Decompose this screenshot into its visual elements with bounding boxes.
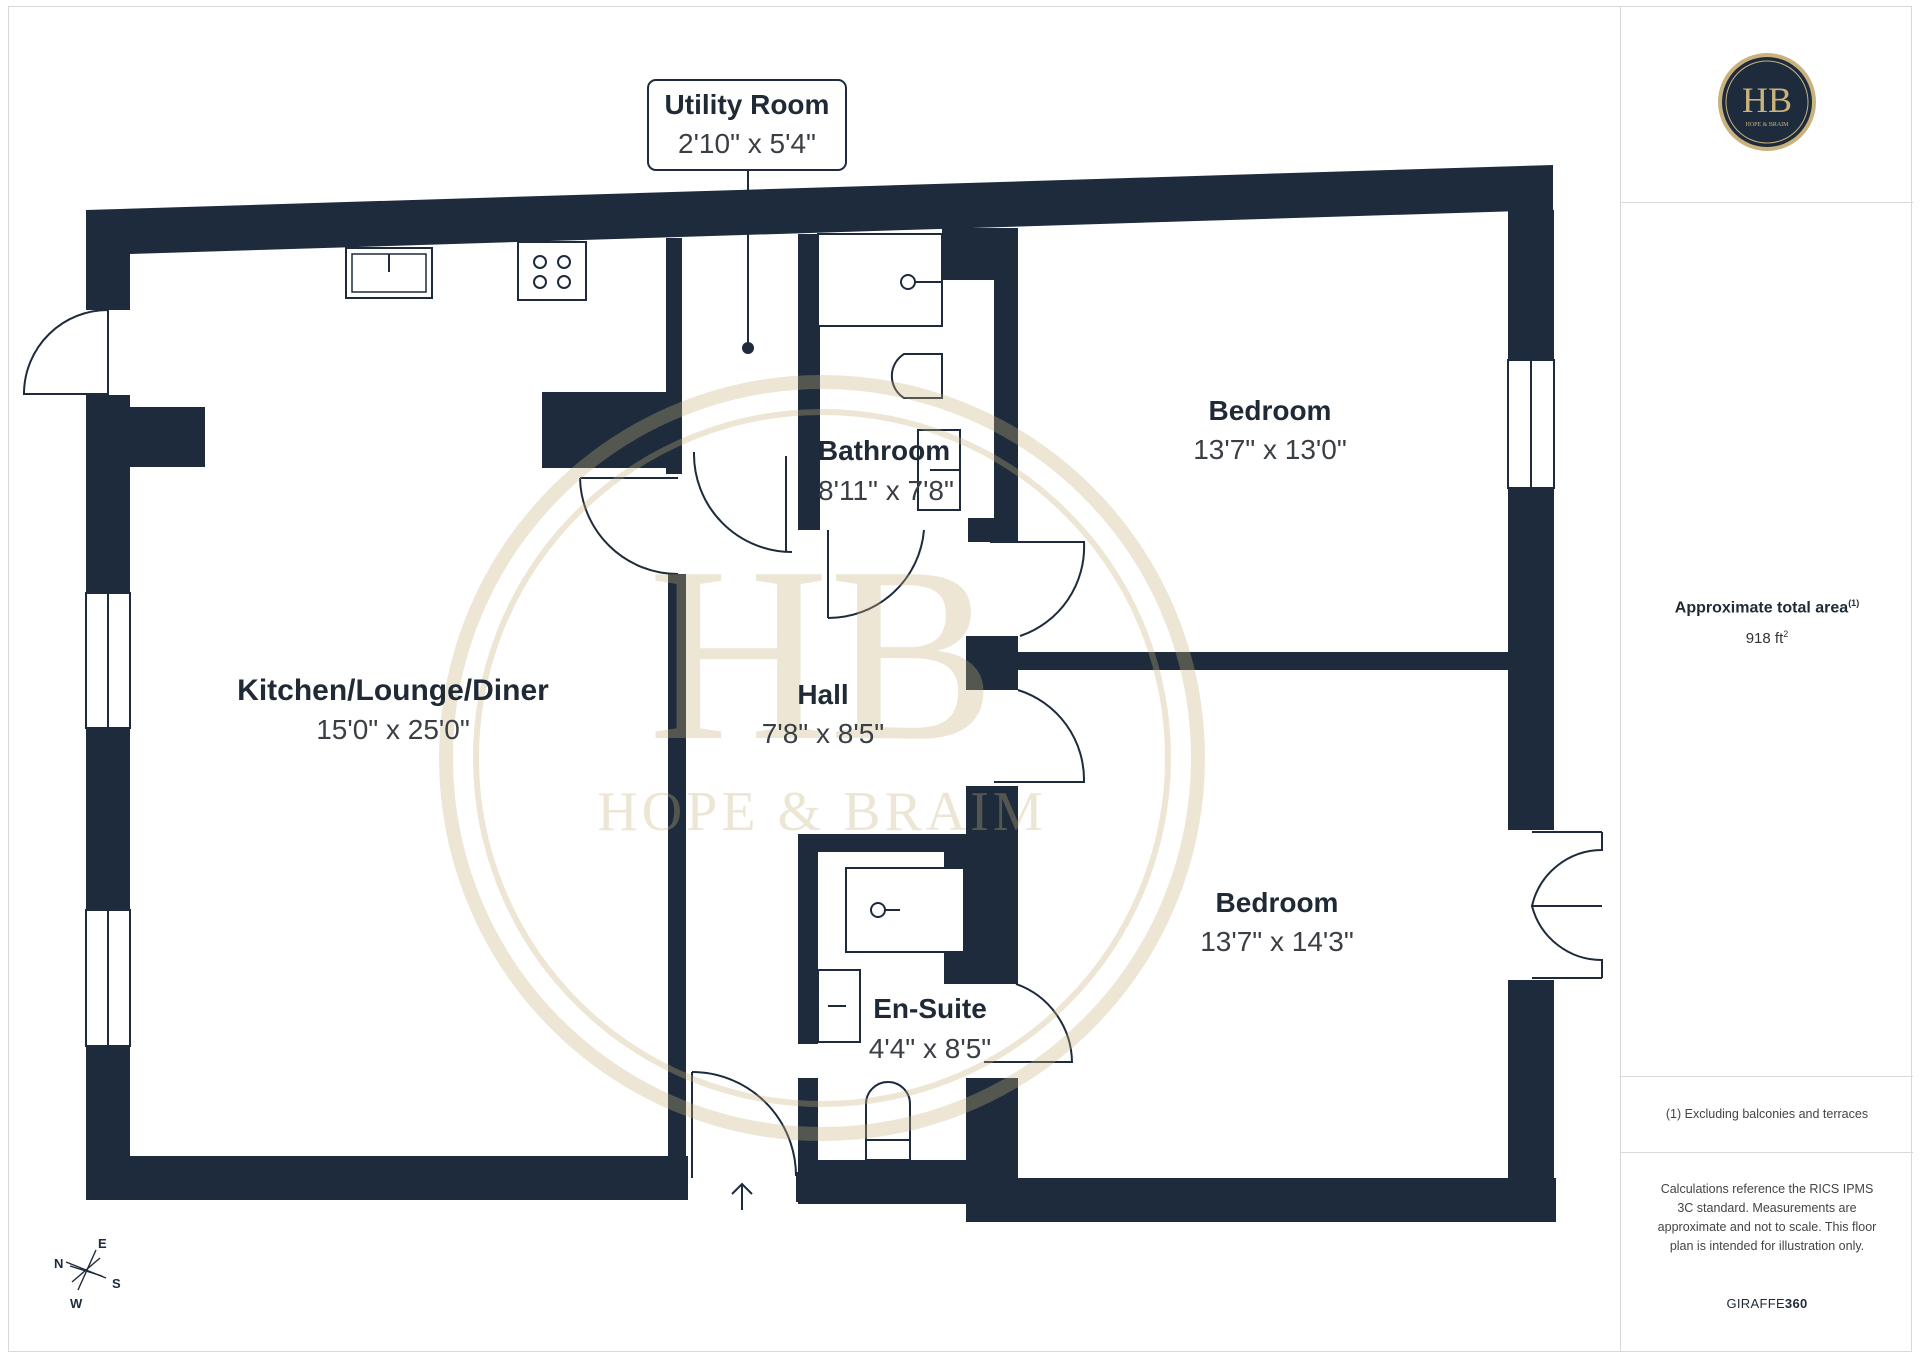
ensuite-name: En-Suite <box>873 993 987 1024</box>
brand-light: GIRAFFE <box>1726 1296 1785 1311</box>
utility-room-dims: 2'10" x 5'4" <box>678 128 816 159</box>
kitchen-dims: 15'0" x 25'0" <box>316 714 470 745</box>
area-title-sup: (1) <box>1848 598 1860 608</box>
right-wall-upper <box>1508 210 1554 360</box>
left-wall-mid-b <box>86 728 130 910</box>
partition-bath-bed1-b <box>994 280 1018 542</box>
bedroom2-dims: 13'7" x 14'3" <box>1200 926 1354 957</box>
ensuite-left-wall-b <box>798 1078 818 1178</box>
area-value: 918 ft2 <box>1621 629 1913 647</box>
partition-bath-bed1-c <box>968 518 1018 542</box>
area-value-text: 918 ft <box>1745 630 1784 648</box>
watermark-text: HOPE & BRAIM <box>597 781 1046 843</box>
page-frame <box>8 6 1912 1352</box>
area-summary: Approximate total area(1) 918 ft2 <box>1621 598 1913 647</box>
sidebar-divider-mid <box>1621 1076 1913 1077</box>
ensuite-top-wall <box>798 834 968 852</box>
sidebar-divider-top <box>1621 202 1913 203</box>
door-utility <box>692 451 793 553</box>
entrance-arrow <box>731 1182 753 1210</box>
bathroom-wc <box>890 353 943 399</box>
right-wall-lower <box>1508 980 1554 1222</box>
partition-hall-bed2-lower <box>966 1078 1018 1202</box>
hall-dims: 7'8" x 8'5" <box>762 718 884 749</box>
utility-room-name: Utility Room <box>665 89 830 120</box>
logo-subtitle: HOPE & BRAIM <box>1745 122 1789 128</box>
bedroom1-dims: 13'7" x 13'0" <box>1193 434 1347 465</box>
hall-name: Hall <box>797 679 848 710</box>
floor-plan: HB HOPE & BRAIM Utility Room 2'10" x 5'4… <box>23 79 1603 1311</box>
watermark: HB HOPE & BRAIM <box>439 375 1205 1141</box>
fixtures <box>345 233 965 1161</box>
door-french-1 <box>1530 832 1603 907</box>
compass-n: N <box>54 1256 63 1271</box>
giraffe-brand: GIRAFFE360 <box>1621 1296 1913 1311</box>
bathroom-dims: 8'11" x 7'8" <box>818 475 954 506</box>
door-hall-kitchen <box>579 477 679 575</box>
compass-w: W <box>70 1296 83 1311</box>
brand-logo: HB HOPE & BRAIM <box>1717 52 1817 152</box>
sidebar-divider-low <box>1621 1152 1913 1153</box>
area-title-text: Approximate total area <box>1674 599 1849 617</box>
ensuite-left-wall-a <box>798 834 818 1044</box>
bathroom-shower <box>817 233 943 327</box>
fireplace-block <box>542 392 670 468</box>
kitchen-hob <box>517 241 587 301</box>
utility-callout: Utility Room 2'10" x 5'4" <box>647 79 847 354</box>
door-bathroom <box>827 529 925 620</box>
partition-utility-bath <box>798 234 820 530</box>
ensuite-dims: 4'4" x 8'5" <box>869 1033 991 1064</box>
partition-bath-bed1 <box>942 228 1018 280</box>
top-wall <box>86 165 1553 254</box>
door-kitchen-external <box>23 308 109 395</box>
bedroom2-name: Bedroom <box>1216 887 1339 918</box>
partition-hall-bed2-stub <box>966 636 1018 690</box>
bottom-wall-left <box>86 1156 688 1200</box>
left-pier <box>130 407 205 467</box>
right-wall-mid <box>1508 488 1554 830</box>
windows <box>85 359 1555 1047</box>
partition-bed1-bed2 <box>1018 652 1508 670</box>
calculation-note: Calculations reference the RICS IPMS 3C … <box>1657 1182 1877 1253</box>
walls <box>86 165 1556 1222</box>
compass-e: E <box>98 1236 107 1251</box>
logo-badge: HB HOPE & BRAIM <box>1718 53 1816 151</box>
doors <box>23 308 1603 1178</box>
footnote: (1) Excluding balconies and terraces <box>1665 1107 1869 1121</box>
bathroom-name: Bathroom <box>818 435 950 466</box>
watermark-monogram: HB <box>648 516 995 793</box>
door-french-2 <box>1531 905 1603 978</box>
door-entrance <box>691 1071 797 1177</box>
area-value-sup: 2 <box>1783 629 1789 640</box>
logo-monogram: HB <box>1742 80 1792 120</box>
ensuite-bottom-wall <box>798 1160 968 1204</box>
kitchen-name: Kitchen/Lounge/Diner <box>237 674 549 707</box>
door-bedroom2 <box>994 689 1086 783</box>
compass-rose: E N S W <box>54 1236 121 1311</box>
partition-kitchen-hall <box>668 574 686 1158</box>
area-title: Approximate total area(1) <box>1621 598 1913 617</box>
room-labels: Bathroom 8'11" x 7'8" Bedroom 13'7" x 13… <box>237 395 1354 1064</box>
ensuite-shower <box>845 867 965 953</box>
brand-bold: 360 <box>1784 1296 1808 1311</box>
bedroom1-name: Bedroom <box>1209 395 1332 426</box>
info-sidebar: HB HOPE & BRAIM Approximate total area(1… <box>1620 6 1913 1352</box>
left-wall-upper <box>86 210 130 310</box>
bottom-wall-right <box>966 1178 1556 1222</box>
door-bedroom1 <box>990 541 1086 637</box>
left-wall-mid-a <box>86 395 130 593</box>
compass-s: S <box>112 1276 121 1291</box>
door-ensuite <box>984 983 1074 1063</box>
